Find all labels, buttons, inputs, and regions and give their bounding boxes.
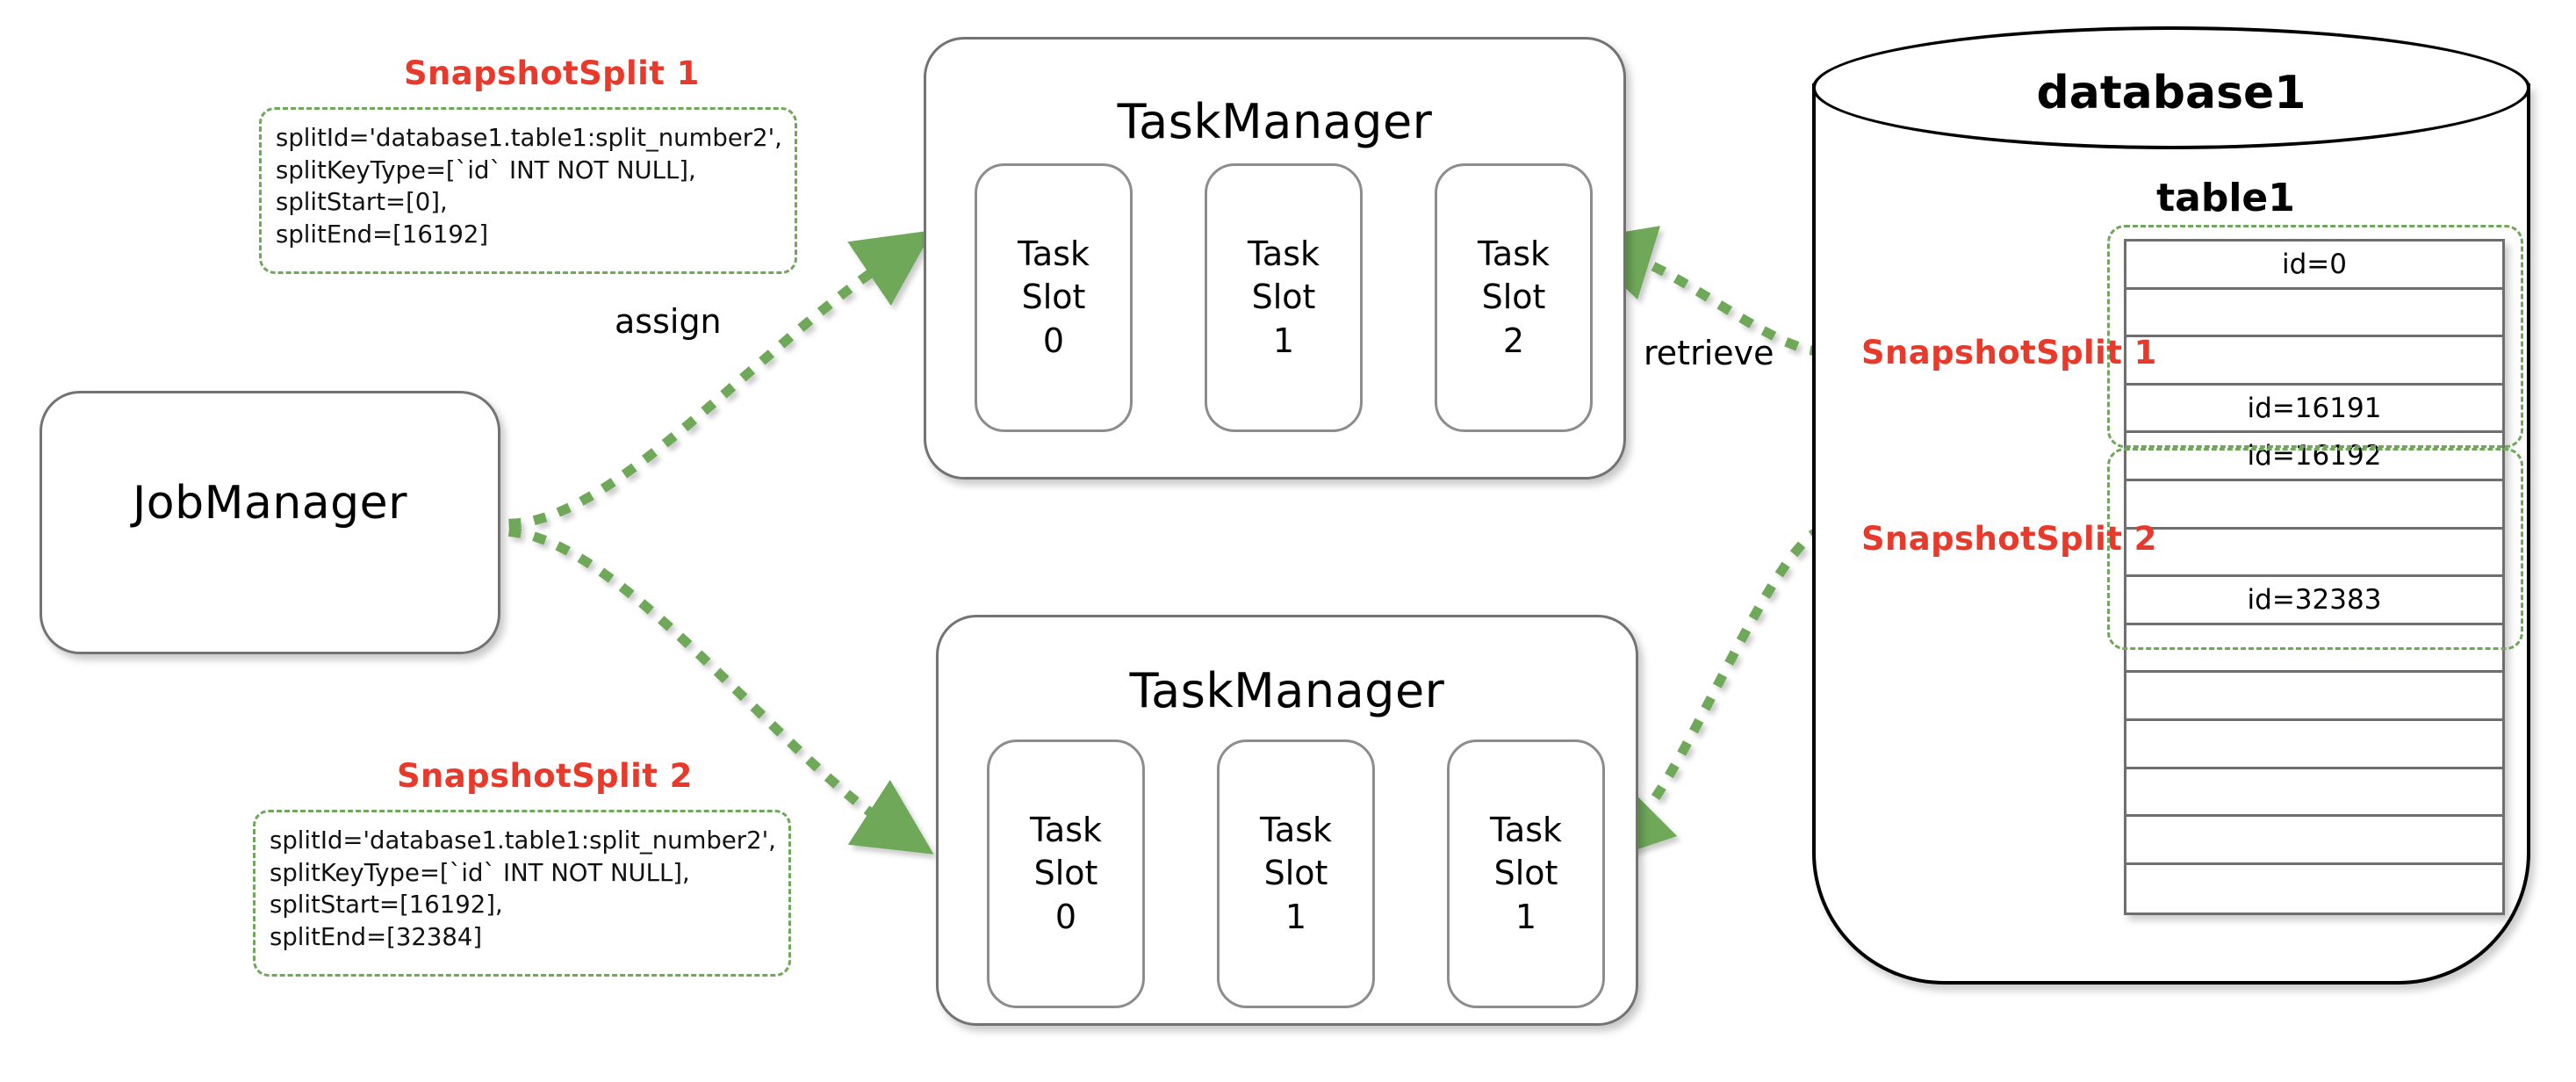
- table-row: [2126, 624, 2502, 674]
- task-slot-top-2-line1: Task: [1477, 234, 1550, 273]
- split-1-line-3: splitStart=[0],: [276, 188, 448, 217]
- task-slot-top-0-line3: 0: [1042, 321, 1065, 360]
- task-slot-top-1-line3: 1: [1272, 321, 1295, 360]
- table-row: id=16192: [2126, 433, 2502, 481]
- split-1-line-2: splitKeyType=[`id` INT NOT NULL],: [276, 155, 696, 184]
- split-2-line-1: splitId='database1.table1:split_number2'…: [270, 826, 776, 855]
- task-slot-bottom-0-line2: Slot: [1033, 854, 1098, 893]
- split-2-line-4: splitEnd=[32384]: [270, 922, 483, 951]
- task-slot-bottom-0-label: Task Slot 0: [1030, 809, 1102, 939]
- task-slot-bottom-1-line2: Slot: [1263, 854, 1328, 893]
- snapshot-split-2-box: splitId='database1.table1:split_number2'…: [253, 810, 791, 977]
- database-name-label: database1: [2036, 67, 2306, 119]
- table-row: [2126, 768, 2502, 818]
- snapshot-split-1-box: splitId='database1.table1:split_number2'…: [259, 107, 797, 274]
- retrieve-label: retrieve: [1644, 334, 1774, 372]
- table-row: [2126, 337, 2502, 386]
- table-name-label: table1: [2156, 176, 2295, 220]
- task-slot-bottom-1[interactable]: Task Slot 1: [1217, 739, 1375, 1008]
- task-slot-top-1-line2: Slot: [1251, 278, 1316, 317]
- task-slot-top-1-label: Task Slot 1: [1248, 233, 1320, 363]
- table-row: id=0: [2126, 242, 2502, 290]
- task-slot-bottom-2-line2: Slot: [1493, 854, 1558, 893]
- job-manager-node[interactable]: JobManager: [40, 391, 500, 654]
- task-slot-top-2-line2: Slot: [1481, 278, 1546, 317]
- assign-wire-top: [508, 230, 933, 529]
- table-row: [2126, 864, 2502, 913]
- task-slot-bottom-2[interactable]: Task Slot 1: [1447, 739, 1605, 1008]
- table-row: [2126, 289, 2502, 338]
- table-row: [2126, 529, 2502, 578]
- task-slot-bottom-1-label: Task Slot 1: [1260, 809, 1332, 939]
- split-1-line-1: splitId='database1.table1:split_number2'…: [276, 124, 782, 152]
- assign-wire-bottom: [507, 526, 934, 855]
- task-slot-bottom-2-line3: 1: [1515, 897, 1537, 936]
- table1-rows: id=0 id=16191 id=16192 id=32383: [2124, 239, 2505, 916]
- retrieve-wire-bottom: [1594, 524, 1824, 864]
- task-slot-bottom-0-line1: Task: [1029, 810, 1102, 849]
- task-slot-top-0[interactable]: Task Slot 0: [975, 163, 1133, 432]
- split-2-line-3: splitStart=[16192],: [270, 891, 503, 920]
- snapshot-split-2-title: SnapshotSplit 2: [397, 757, 693, 795]
- split-1-line-4: splitEnd=[16192]: [276, 220, 489, 249]
- table-split-1-marker: SnapshotSplit 1: [1861, 334, 2157, 371]
- task-slot-bottom-0[interactable]: Task Slot 0: [987, 739, 1145, 1008]
- database-cylinder-top: [1812, 26, 2530, 149]
- table-split-2-marker: SnapshotSplit 2: [1861, 520, 2157, 558]
- task-slot-top-1[interactable]: Task Slot 1: [1205, 163, 1363, 432]
- task-slot-top-1-line1: Task: [1247, 234, 1320, 273]
- job-manager-title: JobManager: [132, 477, 408, 530]
- task-slot-top-0-label: Task Slot 0: [1018, 233, 1090, 363]
- retrieve-wire-top: [1575, 226, 1824, 357]
- table-row: [2126, 720, 2502, 769]
- table-row: [2126, 817, 2502, 865]
- table-row: id=32383: [2126, 577, 2502, 625]
- task-slot-bottom-2-label: Task Slot 1: [1490, 809, 1562, 939]
- table-row: [2126, 480, 2502, 530]
- assign-label: assign: [615, 302, 722, 341]
- task-slot-top-0-line2: Slot: [1021, 278, 1086, 317]
- task-slot-bottom-0-line3: 0: [1054, 897, 1077, 936]
- table-row: [2126, 673, 2502, 721]
- task-slot-bottom-1-line3: 1: [1284, 897, 1307, 936]
- task-slot-bottom-1-line1: Task: [1259, 810, 1332, 849]
- task-manager-bottom-title: TaskManager: [1129, 663, 1445, 718]
- task-slot-top-2-label: Task Slot 2: [1478, 233, 1550, 363]
- task-slot-top-2-line3: 2: [1502, 321, 1525, 360]
- task-slot-top-0-line1: Task: [1017, 234, 1090, 273]
- snapshot-split-1-title: SnapshotSplit 1: [404, 54, 700, 92]
- task-manager-top-title: TaskManager: [1117, 94, 1433, 149]
- task-slot-top-2[interactable]: Task Slot 2: [1435, 163, 1593, 432]
- table-row: id=16191: [2126, 385, 2502, 434]
- task-slot-bottom-2-line1: Task: [1489, 810, 1562, 849]
- split-2-line-2: splitKeyType=[`id` INT NOT NULL],: [270, 858, 690, 887]
